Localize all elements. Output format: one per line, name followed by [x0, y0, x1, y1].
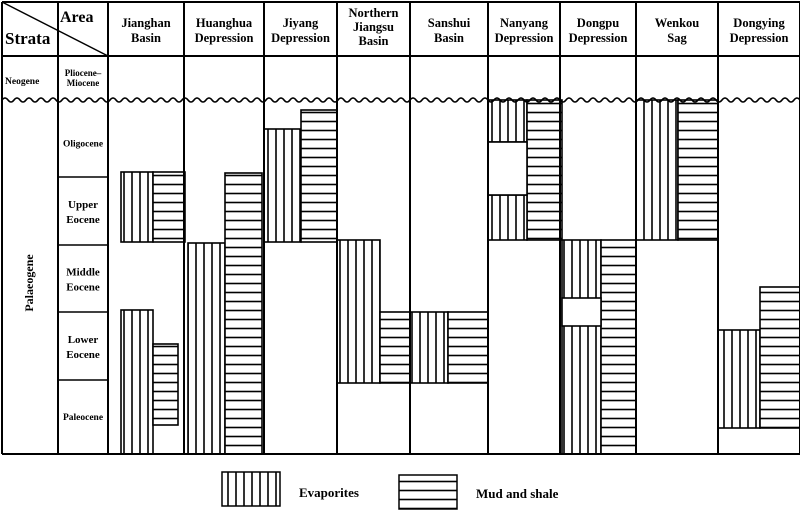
area-header-0-line-0: Jianghan [121, 16, 170, 30]
area-header-1-line-0: Huanghua [196, 16, 253, 30]
unit-evap-area-1 [187, 242, 226, 455]
area-headers: JianghanBasinHuanghuaDepressionJiyangDep… [121, 6, 788, 48]
unit-mud-area-7 [677, 99, 719, 241]
series-label-3-line-1: Eocene [66, 349, 100, 361]
unit-mud-area-1 [224, 172, 263, 455]
series-label-0-line-0: Oligocene [63, 140, 103, 150]
legend-mud-shale-label: Mud and shale [476, 486, 559, 501]
area-header-6-line-0: Dongpu [577, 16, 619, 30]
series-labels: Pliocene–MioceneOligoceneUpperEoceneMidd… [63, 68, 103, 423]
unit-evap-area-2 [263, 128, 302, 243]
series-label-1-line-0: Upper [68, 199, 98, 211]
unit-evap-area-5 [487, 99, 528, 143]
area-header-4-line-1: Basin [434, 31, 464, 45]
area-header-0-line-1: Basin [131, 31, 161, 45]
area-header-2-line-0: Jiyang [283, 16, 319, 30]
legend-evaporites-label: Evaporites [299, 485, 359, 500]
unit-mud-area-2 [300, 109, 338, 243]
area-header-6-line-1: Depression [569, 31, 628, 45]
system-neogene: Neogene [5, 77, 39, 87]
unit-evap-area-0 [120, 309, 154, 455]
area-header-8-line-1: Depression [730, 31, 789, 45]
dongpu-gap [561, 297, 602, 327]
unit-evap-area-3 [336, 239, 381, 384]
area-header-1-line-1: Depression [195, 31, 254, 45]
unit-mud-area-4 [447, 311, 489, 384]
legend-mud-shale-swatch [398, 474, 458, 510]
area-header-8-line-0: Dongying [733, 16, 785, 30]
area-header-7-line-0: Wenkou [655, 16, 700, 30]
table-frame [1, 1, 800, 455]
strata-label: Strata [5, 29, 51, 48]
series-neogene-line-1: Miocene [67, 78, 99, 88]
unit-evap-area-6 [561, 239, 602, 455]
area-header-5-line-1: Depression [495, 31, 554, 45]
area-header-4-line-0: Sanshui [428, 16, 471, 30]
system-palaeogene: Palaeogene [22, 254, 36, 312]
unit-evap-area-8 [717, 329, 761, 429]
unit-mud-area-0 [152, 343, 179, 426]
series-label-3-line-0: Lower [68, 334, 99, 346]
unit-mud-area-8 [759, 286, 800, 429]
area-header-3-line-0: Northern [349, 6, 399, 20]
area-header-2-line-1: Depression [271, 31, 330, 45]
unit-evap-area-4 [409, 311, 449, 384]
area-label: Area [60, 9, 93, 26]
series-label-1-line-1: Eocene [66, 214, 100, 226]
legend-evaporites-swatch [221, 471, 281, 507]
unit-evap-area-0 [120, 171, 154, 243]
area-header-3-line-2: Basin [359, 34, 389, 48]
unconformity-line [1, 97, 800, 103]
series-label-2-line-1: Eocene [66, 282, 100, 294]
series-neogene-line-0: Pliocene– [65, 68, 102, 78]
unit-evap-area-7 [635, 99, 679, 241]
area-header-7-line-1: Sag [667, 31, 687, 45]
area-header-3-line-1: Jiangsu [353, 20, 394, 34]
unit-mud-area-0 [152, 171, 186, 243]
unit-mud-area-5 [526, 99, 563, 241]
unit-mud-area-3 [379, 311, 411, 384]
nanyang-gap [487, 141, 528, 196]
unit-mud-area-6 [600, 239, 637, 455]
series-label-2-line-0: Middle [66, 267, 100, 279]
area-header-5-line-0: Nanyang [500, 16, 549, 30]
series-label-4-line-0: Paleocene [63, 413, 103, 423]
unit-evap-area-5 [487, 194, 528, 241]
legend: Evaporites Mud and shale [221, 471, 559, 510]
area-column-lines [183, 2, 719, 454]
lithology-units [120, 99, 800, 455]
